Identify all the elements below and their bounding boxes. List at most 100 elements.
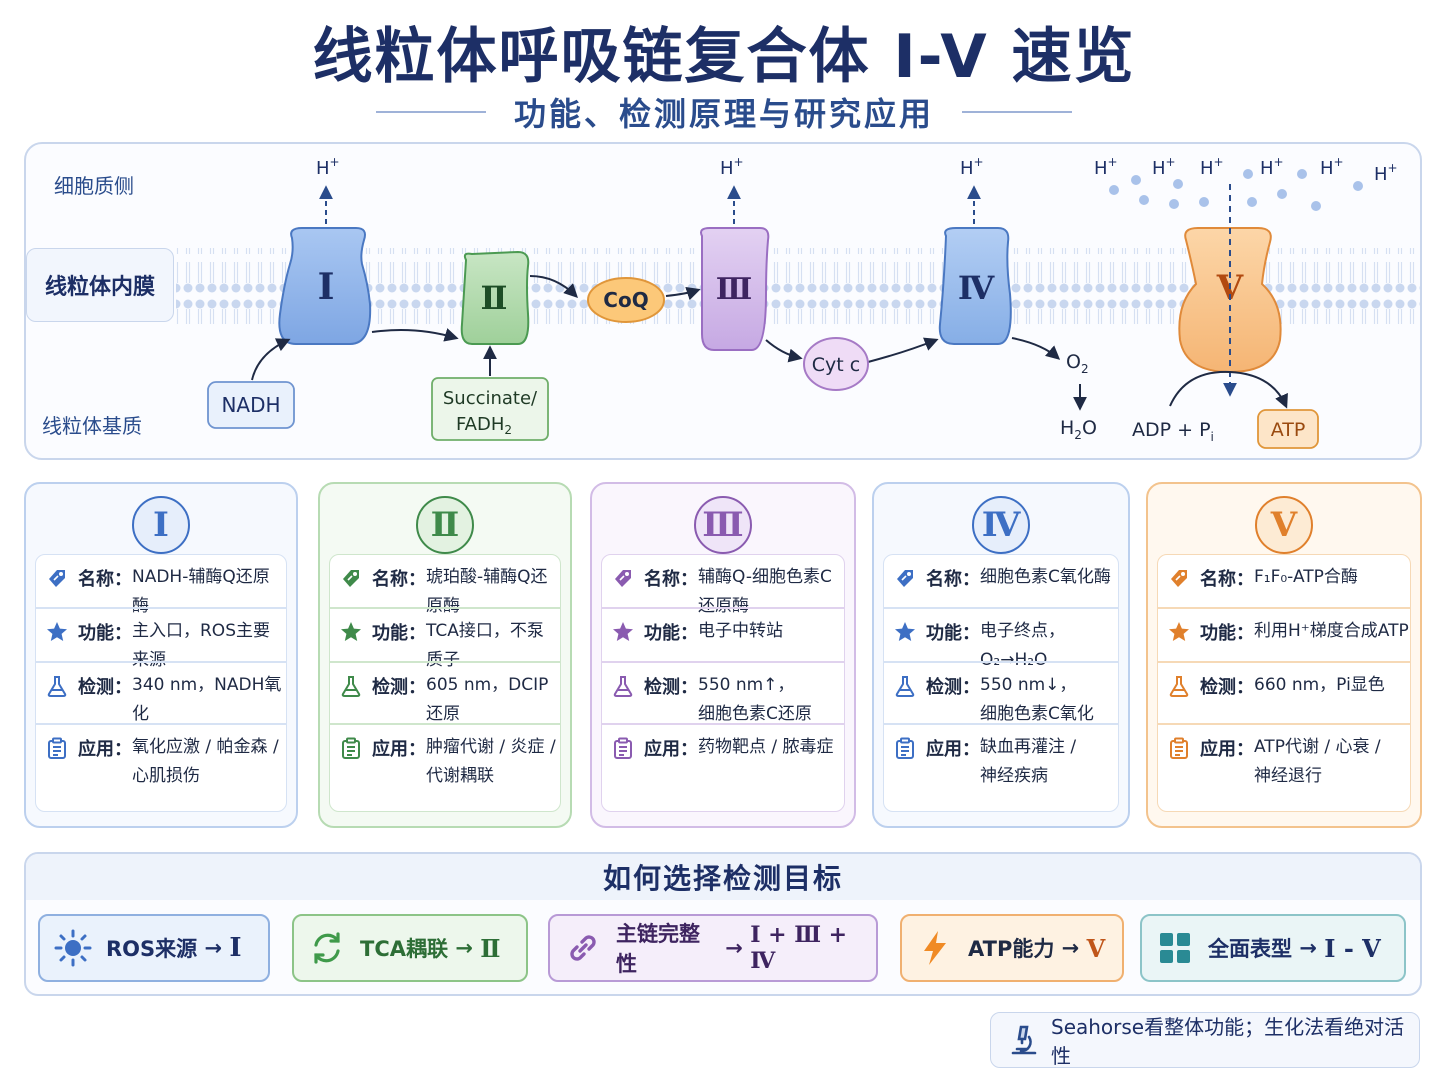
card-badge-iv: Ⅳ: [972, 496, 1030, 554]
svg-text:NADH: NADH: [221, 393, 280, 417]
proton-dots: [1109, 169, 1363, 211]
row-divider: [36, 723, 286, 725]
chip-tca[interactable]: TCA耦联 → Ⅱ: [292, 914, 528, 982]
card-complex-i: I 名称： NADH-辅酶Q还原酶 功能： 主入口，ROS主要来源 检测： 34…: [24, 482, 298, 828]
card-complex-iv: Ⅳ 名称： 细胞色素C氧化酶 功能： 电子终点，O₂→H₂O 检测： 550 n…: [872, 482, 1130, 828]
chip-main-chain[interactable]: 主链完整性 → I + Ⅲ + Ⅳ: [548, 914, 878, 982]
proton-label-i: H+: [316, 155, 340, 179]
row-divider: [884, 723, 1118, 725]
card-detection-key: 检测：: [926, 677, 980, 698]
tag-icon: [1166, 565, 1192, 591]
card-application-key: 应用：: [1200, 739, 1254, 760]
adp-label: ADP + Pi: [1132, 419, 1214, 444]
complex-ii-label: Ⅱ: [481, 279, 508, 317]
card-badge-iii: Ⅲ: [694, 496, 752, 554]
proton-label-iv: H+: [960, 155, 984, 179]
card-function-value: 电子中转站: [698, 621, 783, 641]
row-divider: [1158, 661, 1410, 663]
microscope-icon: [1007, 1023, 1041, 1057]
card-application-key: 应用：: [372, 739, 426, 760]
row-divider: [602, 661, 844, 663]
tag-icon: [44, 565, 70, 591]
chip-atp[interactable]: ATP能力 → V: [900, 914, 1124, 982]
card-name-key: 名称：: [1200, 569, 1254, 590]
page-subtitle: 功能、检测原理与研究应用: [513, 95, 934, 133]
row-divider: [330, 607, 560, 609]
card-badge-i: I: [132, 496, 190, 554]
card-detection-key: 检测：: [372, 677, 426, 698]
card-name-key: 名称：: [644, 569, 698, 590]
proton-label-iii: H+: [720, 155, 744, 179]
row-divider: [1158, 607, 1410, 609]
grid-icon: [1156, 929, 1194, 967]
clipboard-icon: [1166, 735, 1192, 761]
link-icon: [564, 929, 602, 967]
flask-icon: [1166, 673, 1192, 699]
flask-icon: [610, 673, 636, 699]
card-name-row: 名称： 琥珀酸-辅酶Q还原酶: [330, 565, 560, 621]
star-icon: [338, 619, 364, 645]
row-divider: [36, 661, 286, 663]
clipboard-icon: [338, 735, 364, 761]
card-detection-key: 检测：: [644, 677, 698, 698]
tag-icon: [610, 565, 636, 591]
card-name-value: 细胞色素C氧化酶: [980, 567, 1111, 587]
svg-text:FADH2: FADH2: [456, 414, 512, 437]
subtitle-rule-right: [962, 111, 1072, 113]
nadh-box: NADH: [207, 381, 295, 429]
row-divider: [884, 607, 1118, 609]
membrane-label: 线粒体内膜: [26, 248, 174, 322]
card-function-row: 功能： 电子终点，O₂→H₂O: [884, 619, 1118, 675]
row-divider: [602, 607, 844, 609]
proton-label-v-6: H+: [1374, 161, 1398, 185]
proton-label-v-1: H+: [1094, 155, 1118, 179]
complex-i: I: [278, 227, 372, 345]
card-application-row: 应用： 氧化应激 / 帕金森 / 心肌损伤: [36, 735, 286, 791]
card-name-value: 辅酶Q-细胞色素C还原酶: [698, 567, 832, 616]
card-detection-value: 550 nm↑， 细胞色素C还原: [698, 675, 812, 724]
proton-label-v-2: H+: [1152, 155, 1176, 179]
card-detection-row: 检测： 550 nm↑， 细胞色素C还原: [602, 673, 844, 729]
complex-ii: Ⅱ: [460, 250, 530, 345]
flask-icon: [892, 673, 918, 699]
row-divider: [884, 661, 1118, 663]
o2-label: O2: [1066, 351, 1089, 376]
card-application-value: 缺血再灌注 / 神经疾病: [980, 737, 1077, 786]
card-function-key: 功能：: [644, 623, 698, 644]
row-divider: [602, 723, 844, 725]
atp-box: ATP: [1257, 409, 1319, 449]
card-body-i: 名称： NADH-辅酶Q还原酶 功能： 主入口，ROS主要来源 检测： 340 …: [35, 554, 287, 812]
coq-node: CoQ: [587, 277, 665, 323]
star-icon: [610, 619, 636, 645]
subtitle-rule-left: [375, 111, 486, 113]
choose-target-title: 如何选择检测目标: [26, 854, 1420, 900]
subtitle-row: 功能、检测原理与研究应用: [0, 92, 1448, 133]
card-body-iv: 名称： 细胞色素C氧化酶 功能： 电子终点，O₂→H₂O 检测： 550 nm↓…: [883, 554, 1119, 812]
star-icon: [1166, 619, 1192, 645]
card-application-row: 应用： 药物靶点 / 脓毒症: [602, 735, 844, 762]
card-detection-value: 340 nm，NADH氧化: [132, 675, 282, 724]
sun-icon: [54, 929, 92, 967]
complex-i-label: I: [318, 266, 335, 308]
complex-iii: Ⅲ: [700, 227, 770, 351]
card-name-key: 名称：: [372, 569, 426, 590]
page-title: 线粒体呼吸链复合体 I-V 速览: [312, 22, 1136, 92]
card-badge-ii: Ⅱ: [416, 496, 474, 554]
row-divider: [36, 607, 286, 609]
card-name-row: 名称： 辅酶Q-细胞色素C还原酶: [602, 565, 844, 621]
card-detection-value: 660 nm，Pi显色: [1254, 675, 1385, 695]
card-application-key: 应用：: [926, 739, 980, 760]
chip-ros[interactable]: ROS来源 → I: [38, 914, 270, 982]
chip-full-phenotype[interactable]: 全面表型 → I - V: [1140, 914, 1406, 982]
card-name-row: 名称： F₁F₀-ATP合酶: [1158, 565, 1410, 592]
row-divider: [330, 723, 560, 725]
card-complex-ii: Ⅱ 名称： 琥珀酸-辅酶Q还原酶 功能： TCA接口，不泵质子 检测： 605 …: [318, 482, 572, 828]
refresh-icon: [308, 929, 346, 967]
svg-text:Succinate/: Succinate/: [443, 388, 538, 409]
card-complex-v: V 名称： F₁F₀-ATP合酶 功能： 利用H⁺梯度合成ATP 检测： 660…: [1146, 482, 1422, 828]
card-function-row: 功能： 利用H⁺梯度合成ATP: [1158, 619, 1410, 646]
clipboard-icon: [610, 735, 636, 761]
flask-icon: [338, 673, 364, 699]
card-function-value: 电子终点，O₂→H₂O: [980, 621, 1065, 670]
card-body-ii: 名称： 琥珀酸-辅酶Q还原酶 功能： TCA接口，不泵质子 检测： 605 nm…: [329, 554, 561, 812]
